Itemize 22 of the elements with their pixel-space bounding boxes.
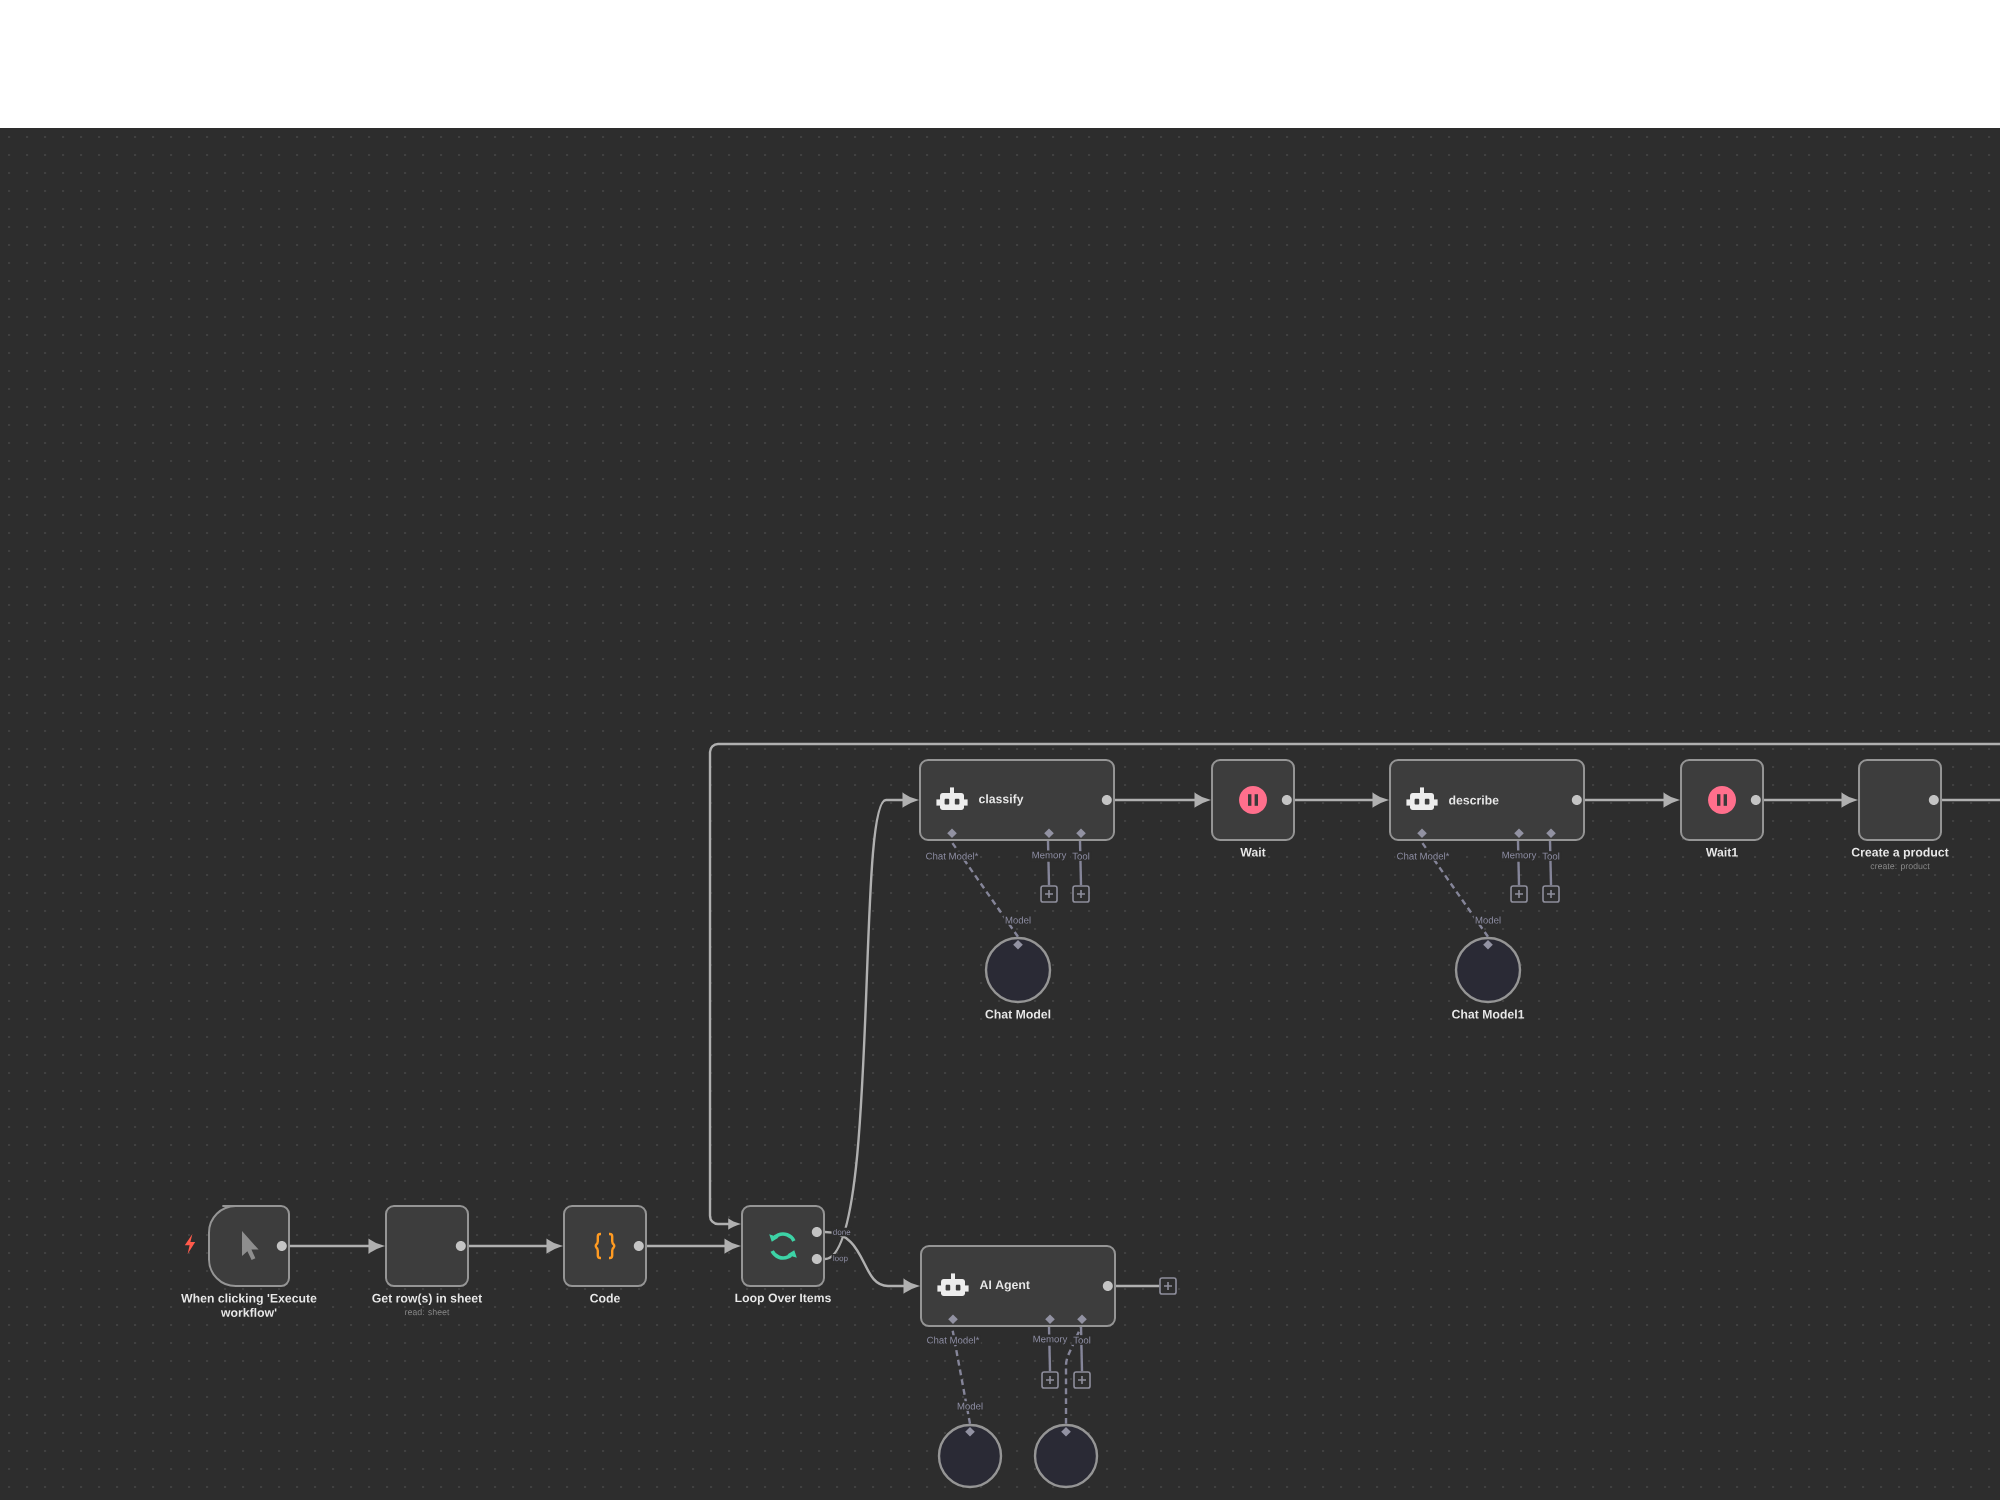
arrow (708, 742, 2000, 1229)
arrow (469, 1239, 561, 1253)
arrow (647, 1239, 739, 1253)
connector-line (1548, 841, 1553, 886)
connector-line (1079, 1327, 1084, 1372)
connector-line (1942, 798, 2000, 802)
connector-line (1047, 1327, 1052, 1372)
dashed-connector (950, 1326, 972, 1425)
connector-line (1516, 841, 1521, 886)
connector-line (1046, 841, 1051, 886)
connector-line (1116, 1284, 1160, 1288)
dashed-connector (1064, 1326, 1083, 1424)
connector-line (1078, 841, 1083, 886)
dashed-connector (950, 840, 1019, 938)
arrow (824, 1230, 918, 1293)
arrow (1295, 793, 1387, 807)
arrow (289, 1239, 383, 1253)
dashed-connector (1420, 840, 1489, 938)
arrow (1115, 793, 1209, 807)
arrow (1764, 793, 1856, 807)
arrow (824, 793, 917, 1260)
arrow (1585, 793, 1678, 807)
